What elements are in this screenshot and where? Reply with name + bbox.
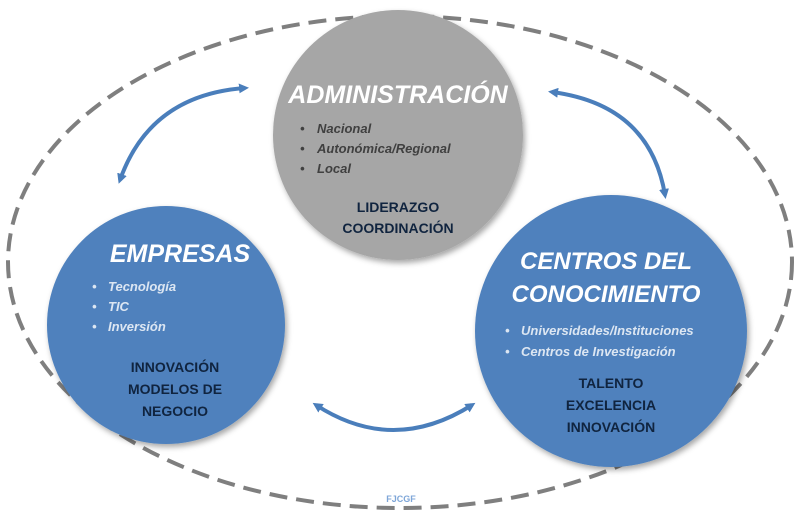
centros-keyword: EXCELENCIA <box>566 397 656 413</box>
centros-item: Centros de Investigación <box>521 344 676 359</box>
administracion-keyword: LIDERAZGO <box>357 199 440 215</box>
node-administracion: ADMINISTRACIÓN • Nacional • Autonómica/R… <box>273 10 523 260</box>
administracion-item: Autonómica/Regional <box>316 141 451 156</box>
empresas-keyword: MODELOS DE <box>128 381 222 397</box>
svg-text:•: • <box>300 121 305 136</box>
svg-text:•: • <box>505 323 510 338</box>
empresas-keyword: INNOVACIÓN <box>131 358 219 375</box>
centros-keyword: INNOVACIÓN <box>567 418 655 435</box>
administracion-keyword: COORDINACIÓN <box>342 219 453 236</box>
arrow-empresas-centros <box>312 402 476 432</box>
svg-text:•: • <box>300 141 305 156</box>
administracion-item: Nacional <box>317 121 372 136</box>
centros-item: Universidades/Instituciones <box>521 323 694 338</box>
svg-text:•: • <box>92 299 97 314</box>
empresas-keyword: NEGOCIO <box>142 403 208 419</box>
empresas-item: Inversión <box>108 319 166 334</box>
empresas-item: Tecnología <box>108 279 176 294</box>
svg-text:•: • <box>92 279 97 294</box>
node-empresas: EMPRESAS • Tecnología • TIC • Inversión … <box>47 206 285 444</box>
centros-keyword: TALENTO <box>579 375 644 391</box>
svg-text:•: • <box>92 319 97 334</box>
centros-title: CONOCIMIENTO <box>512 281 701 308</box>
svg-text:•: • <box>505 344 510 359</box>
arrow-empresas-administracion <box>117 83 249 184</box>
administracion-item: Local <box>317 161 351 176</box>
empresas-item: TIC <box>108 299 130 314</box>
empresas-title: EMPRESAS <box>110 240 251 268</box>
administracion-title: ADMINISTRACIÓN <box>287 80 508 109</box>
svg-text:•: • <box>300 161 305 176</box>
arrow-administracion-centros <box>548 87 669 199</box>
watermark: FJCGF <box>386 494 416 504</box>
centros-title: CENTROS DEL <box>520 248 692 275</box>
node-centros-conocimiento: CENTROS DEL CONOCIMIENTO • Universidades… <box>475 195 747 467</box>
